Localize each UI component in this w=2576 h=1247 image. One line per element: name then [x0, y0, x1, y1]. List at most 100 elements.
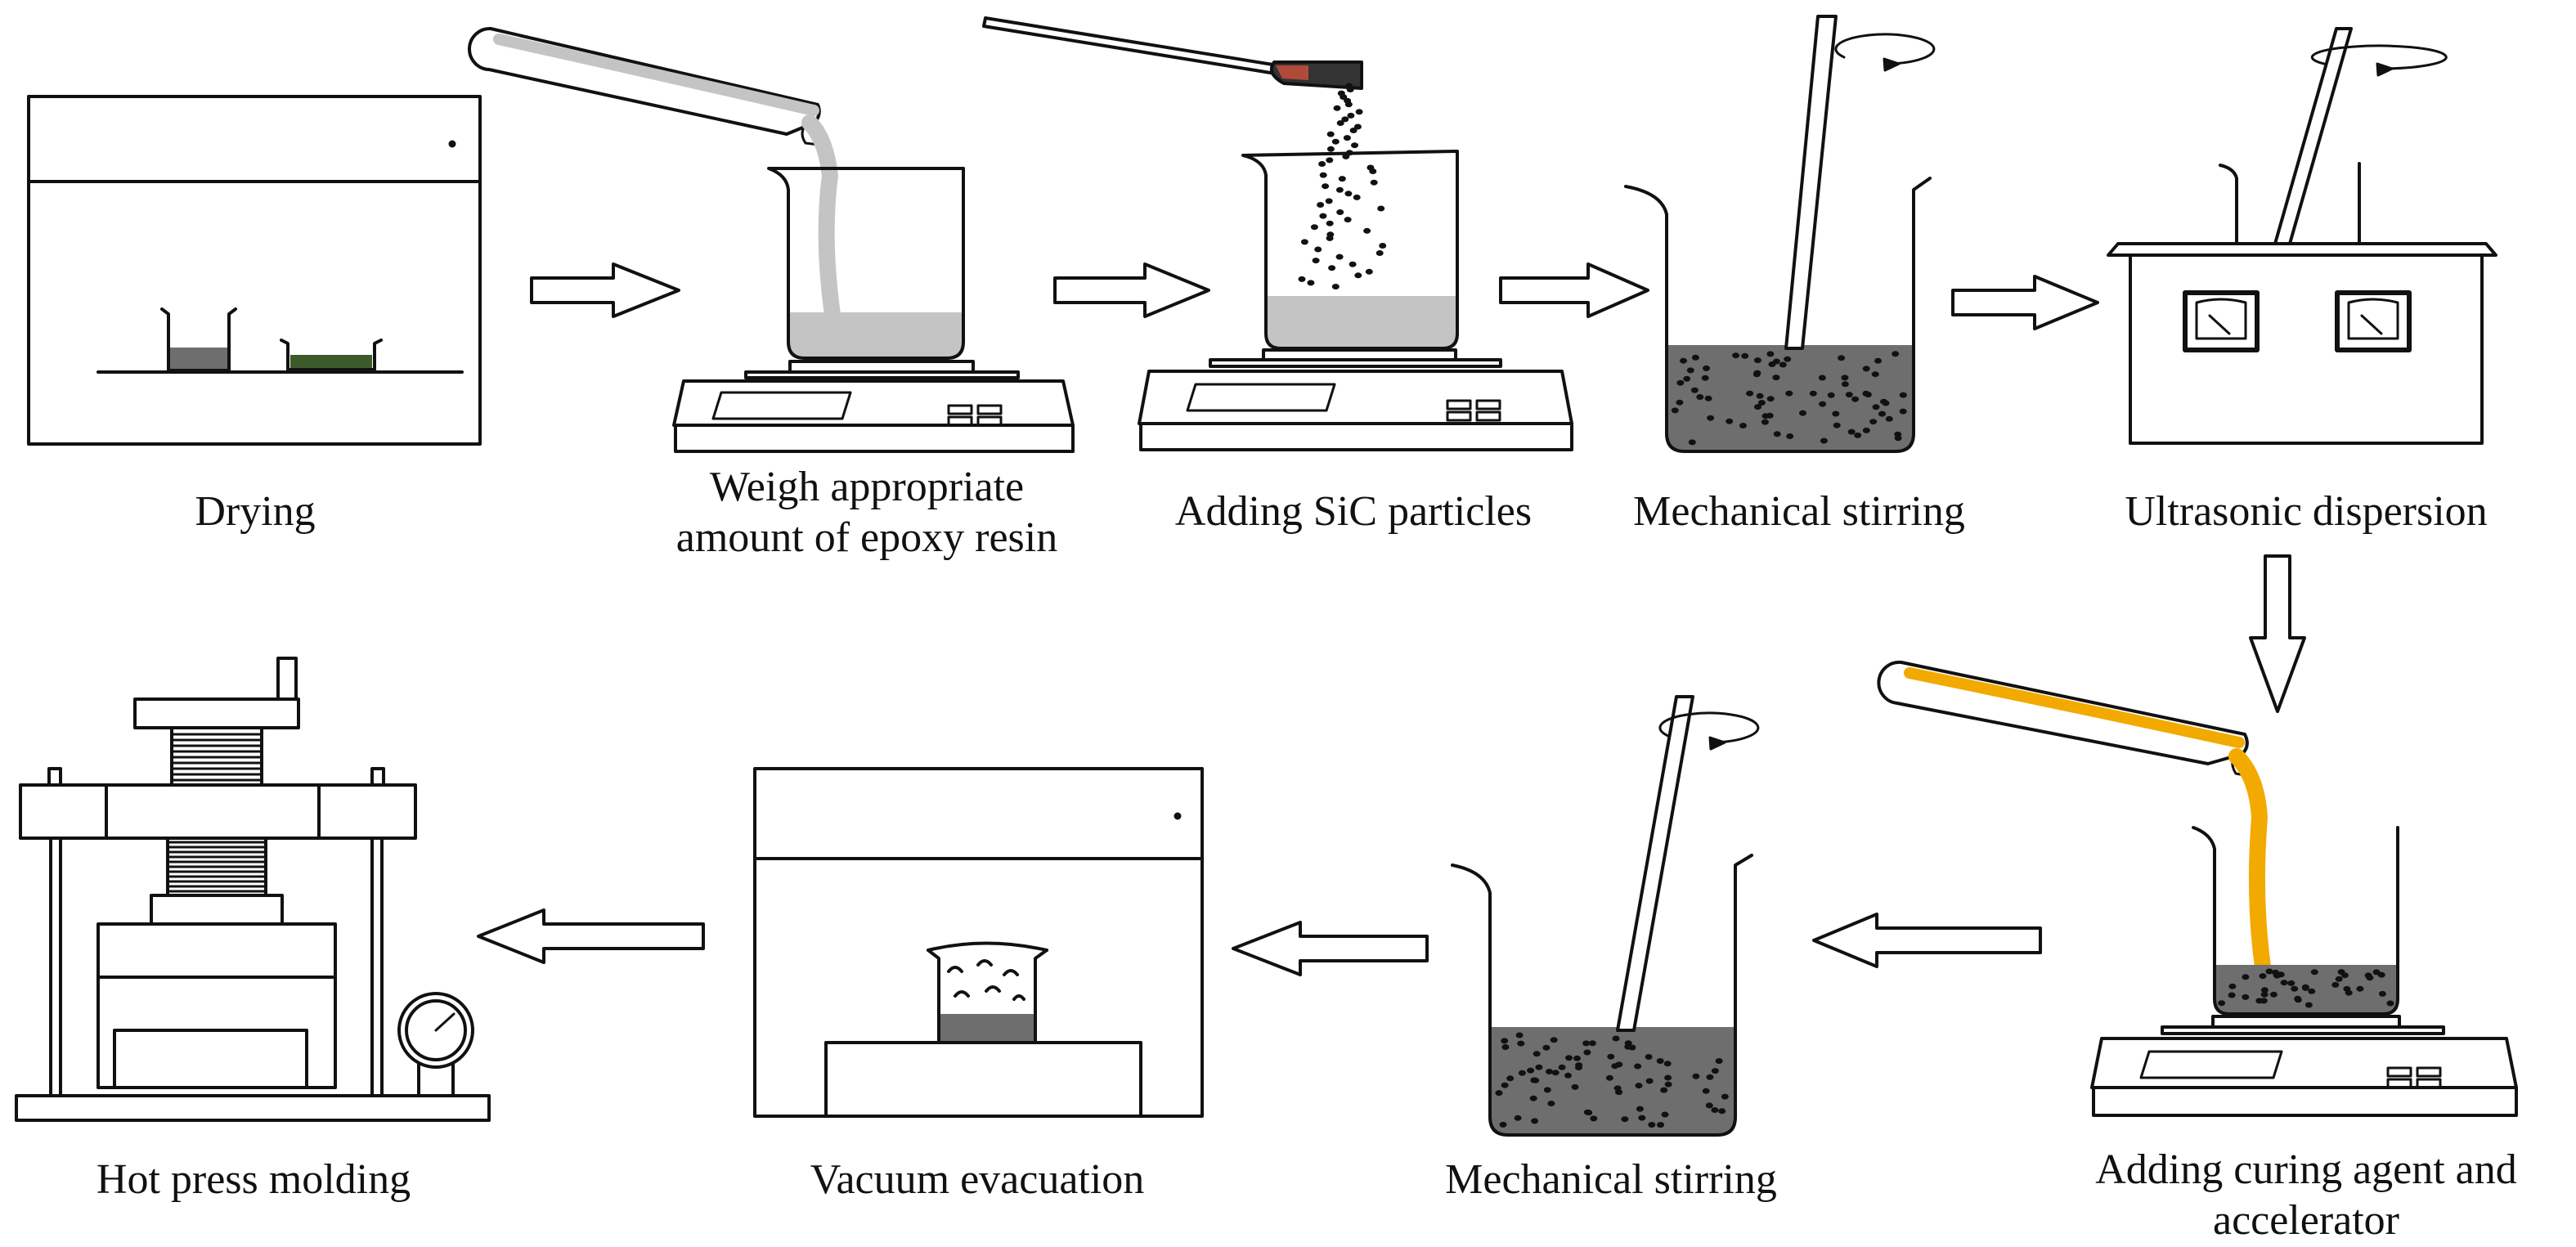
curing-beaker [2192, 826, 2399, 1016]
rotation-arrow-1 [1834, 33, 1936, 72]
particle-dot [1336, 209, 1344, 215]
particle-dot [1621, 1116, 1629, 1123]
particle-dot [1590, 1115, 1598, 1122]
particle-dot [1546, 1069, 1553, 1074]
particle-dot [1721, 1093, 1729, 1100]
particle-dot [1894, 431, 1902, 437]
particle-dot [1773, 431, 1781, 437]
particle-dot [1307, 280, 1315, 286]
particle-dot [1347, 112, 1355, 119]
particle-dot [1809, 390, 1817, 397]
particle-dot [1564, 1072, 1572, 1079]
particle-dot [1892, 351, 1900, 357]
particle-dot [1663, 1061, 1672, 1067]
particle-dot [1527, 1067, 1535, 1074]
particle-dot [1335, 186, 1344, 193]
particle-dot [1854, 432, 1862, 438]
particle-dot [1832, 410, 1840, 417]
particle-dot [1379, 243, 1387, 249]
particle-dot [1370, 179, 1378, 186]
particle-dot [1341, 116, 1349, 123]
particle-dot [1692, 1073, 1700, 1079]
particle-dot [1530, 1077, 1538, 1083]
particle-dot [1343, 135, 1351, 141]
stir-rod-1 [1784, 15, 1838, 350]
particle-dot [2218, 1000, 2226, 1007]
particle-dot [1841, 375, 1849, 381]
particle-dot [2386, 1000, 2394, 1007]
particle-dot [1354, 272, 1362, 279]
particle-dot [1766, 351, 1775, 357]
label-mech-stirring-2: Mechanical stirring [1445, 1156, 1777, 1203]
hot-press [15, 657, 491, 1122]
particle-dot [1506, 1075, 1515, 1082]
particle-dot [1501, 1082, 1509, 1088]
particle-dot [1501, 1044, 1510, 1050]
stir-beaker-1 [1624, 177, 1932, 453]
particle-dot [1871, 371, 1879, 378]
arrow-left-1 [1812, 913, 2042, 968]
particle-dot [1799, 410, 1806, 416]
label-weigh-epoxy-line1: Weigh appropriate [709, 464, 1025, 510]
particle-dot [1686, 367, 1694, 374]
particle-dot [1701, 375, 1709, 381]
particle-dot [1819, 401, 1827, 407]
particle-dot [1326, 157, 1334, 164]
particle-dot [1573, 1055, 1581, 1061]
particle-dot [2331, 981, 2340, 988]
particle-dot [1517, 1040, 1525, 1047]
particle-dot [1661, 1111, 1669, 1118]
particle-dot [1349, 128, 1358, 133]
particle-dot [1607, 1053, 1615, 1060]
label-ultrasonic: Ultrasonic dispersion [2125, 488, 2488, 535]
particle-dot [1531, 1118, 1539, 1124]
particle-dot [1326, 146, 1335, 152]
particle-dot [1624, 1043, 1632, 1050]
sic-beaker [1241, 150, 1459, 350]
particle-dot [2308, 988, 2316, 994]
vacuum-oven [753, 767, 1204, 1118]
particle-dot [2272, 969, 2279, 976]
particle-dot [1340, 94, 1348, 101]
particle-dot [1757, 400, 1766, 406]
particle-dot [1827, 392, 1835, 398]
label-weigh-epoxy-line2: amount of epoxy resin [675, 514, 1058, 561]
particle-dot [1862, 390, 1870, 397]
particle-dot [1342, 153, 1350, 159]
particle-dot [1310, 224, 1318, 231]
label-adding-sic: Adding SiC particles [1174, 488, 1533, 535]
arrow-right-4 [1951, 275, 2099, 330]
particle-dot [1336, 120, 1344, 126]
particle-dot [1499, 1121, 1507, 1128]
particle-dot [2255, 998, 2264, 1004]
particle-dot [1542, 1044, 1551, 1051]
ultrasonic-stir-rod [2273, 27, 2353, 245]
particle-dot [1754, 404, 1761, 410]
particle-dot [1690, 387, 1699, 393]
scale-3 [2090, 1015, 2518, 1117]
vacuum-beaker [927, 941, 1048, 1044]
particle-dot [1766, 396, 1775, 402]
particle-dot [1753, 357, 1761, 364]
particle-dot [1533, 1051, 1541, 1057]
particle-dot [2294, 995, 2302, 1002]
particle-dot [1638, 1115, 1646, 1121]
particle-dot [1841, 381, 1849, 388]
mixture-particles-1 [1671, 351, 1907, 446]
arrow-right-1 [530, 262, 680, 318]
particle-dot [1702, 1088, 1710, 1094]
particle-dot [1344, 217, 1352, 223]
particle-dot [1718, 1108, 1726, 1115]
particle-dot [1326, 131, 1335, 137]
particle-dot [1353, 194, 1361, 200]
falling-sic-particles [1298, 83, 1387, 289]
particle-dot [2377, 971, 2385, 978]
particle-dot [2291, 985, 2299, 992]
particle-dot [1786, 433, 1794, 439]
mixture-particles-2 [1495, 1032, 1729, 1128]
particle-dot [1353, 123, 1362, 130]
pressure-gauge-icon [397, 992, 474, 1097]
particle-dot [1326, 235, 1334, 241]
particle-dot [2304, 1002, 2313, 1008]
